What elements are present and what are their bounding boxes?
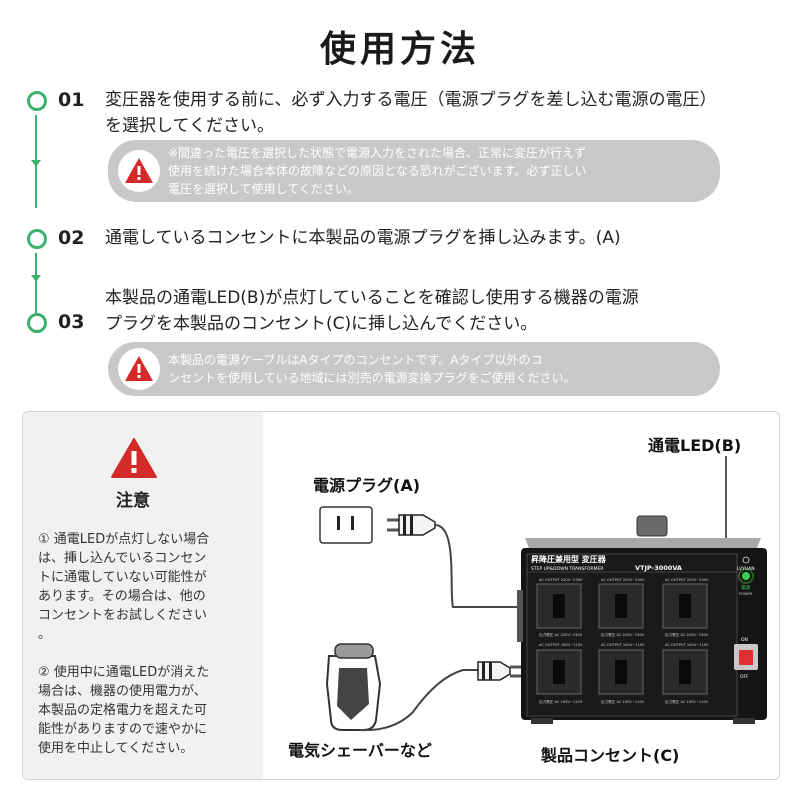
- outlet-rating: 出力電圧 AC 220V~230V: [665, 632, 709, 637]
- caution-line: 能性がありますので速やかに: [38, 722, 208, 737]
- outlet-rating: AC OUTPUT 220V~230V: [665, 578, 709, 582]
- step-2-number: 02: [58, 227, 85, 249]
- outlet-rating: 出力電圧 AC 220V~230V: [539, 632, 583, 637]
- shaver-icon: [325, 643, 382, 731]
- wall-socket: [319, 506, 373, 544]
- outlet-rating: AC OUTPUT 100V~110V: [539, 643, 583, 647]
- caution-line: ② 使用中に通電LEDが消えた: [38, 665, 210, 680]
- note-1-line-1: ※間違った電圧を選択した状態で電源入力をされた場合、正常に変圧が行えず: [168, 146, 587, 160]
- led-label-en: POWER: [739, 592, 753, 596]
- warning-icon: [125, 158, 153, 183]
- timeline-arrow: [31, 160, 41, 167]
- led-label-jp: 電源: [741, 584, 750, 591]
- step-3-text: 本製品の通電LED(B)が点灯していることを確認し使用する機器の電源 プラグを本…: [105, 285, 639, 337]
- warning-icon: [125, 356, 153, 381]
- caution-block-2: ② 使用中に通電LEDが消えた 場合は、機器の使用電力が、 本製品の定格電力を超…: [38, 663, 258, 758]
- outlet-rating: 出力電圧 AC 220V~230V: [601, 632, 645, 637]
- step-2-text: 通電しているコンセントに本製品の電源プラグを挿し込みます。(A): [105, 225, 621, 251]
- outlet-rating: 出力電圧 AC 100V~110V: [665, 699, 709, 704]
- caution-line: 場合は、機器の使用電力が、: [38, 684, 207, 699]
- step-2-line-1: 通電しているコンセントに本製品の電源プラグを挿し込みます。(A): [105, 228, 621, 248]
- step-2-marker: [27, 229, 47, 249]
- caution-block-1: ① 通電LEDが点灯しない場合 は、挿し込んでいるコンセン トに通電していない可…: [38, 530, 258, 644]
- step-1-text: 変圧器を使用する前に、必ず入力する電圧（電源プラグを差し込む電源の電圧） を選択…: [105, 87, 717, 139]
- device-name-jp: 昇降圧兼用型 変圧器: [531, 554, 607, 564]
- warning-note-2: 本製品の電源ケーブルはAタイプのコンセントです。Aタイプ以外のコ ンセントを使用…: [108, 342, 720, 396]
- shaver-cord: [358, 669, 478, 732]
- note-2-line-1: 本製品の電源ケーブルはAタイプのコンセントです。Aタイプ以外のコ: [168, 353, 543, 367]
- transformer-device: [517, 515, 767, 724]
- power-cord: [434, 524, 518, 608]
- note-1-line-3: 電圧を選択して使用してください。: [168, 182, 359, 196]
- led-label: 通電LED(B): [648, 436, 742, 455]
- caution-line: コンセントをお試しください: [38, 608, 208, 623]
- caution-line: は、挿し込んでいるコンセン: [38, 551, 207, 566]
- note-2-line-2: ンセントを使用している地域には別売の電源変換プラグをご使用ください。: [168, 371, 576, 385]
- power-plug: [387, 514, 436, 536]
- caution-line: ① 通電LEDが点灯しない場合: [38, 532, 210, 547]
- switch-on-label: ON: [741, 637, 748, 643]
- shaver-label: 電気シェーバーなど: [288, 741, 432, 760]
- step-1-number: 01: [58, 89, 85, 111]
- step-3-marker: [27, 313, 47, 333]
- note-1-line-2: 使用を続けた場合本体の故障などの原因となる恐れがございます。必ず正しい: [168, 164, 587, 178]
- step-3-number: 03: [58, 311, 85, 333]
- outlet-rating: 出力電圧 AC 100V~110V: [539, 699, 583, 704]
- page-title: 使用方法: [319, 29, 480, 70]
- device-brand: LVYUAN: [737, 566, 755, 572]
- step-1-marker: [27, 91, 47, 111]
- warning-note-1: ※間違った電圧を選択した状態で電源入力をされた場合、正常に変圧が行えず 使用を続…: [108, 140, 720, 202]
- device-name-en: STEP UP&DOWN TRANSFORMER: [531, 566, 603, 572]
- outlet-rating: AC OUTPUT 220V~230V: [601, 578, 645, 582]
- outlet-rating: AC OUTPUT 100V~110V: [601, 643, 645, 647]
- outlet-rating: 出力電圧 AC 100V~110V: [601, 699, 645, 704]
- step-1-line-2: を選択してください。: [105, 116, 274, 136]
- device-model: VTJP-3000VA: [635, 564, 682, 572]
- diagram-illustration: 昇降圧兼用型 変圧器 STEP UP&DOWN TRANSFORMER VTJP…: [319, 456, 767, 732]
- caution-box: 注意 ① 通電LEDが点灯しない場合 は、挿し込んでいるコンセン トに通電してい…: [23, 412, 263, 779]
- outlet-rating: AC OUTPUT 100V~110V: [665, 643, 709, 647]
- caution-line: 。: [38, 627, 52, 642]
- warning-badge: [118, 348, 160, 390]
- step-3-line-1: 本製品の通電LED(B)が点灯していることを確認し使用する機器の電源: [105, 288, 639, 308]
- diagram-panel: 注意 ① 通電LEDが点灯しない場合 は、挿し込んでいるコンセン トに通電してい…: [22, 411, 780, 780]
- outlet-label: 製品コンセント(C): [541, 746, 680, 765]
- timeline-line: [35, 253, 37, 313]
- timeline-arrow: [31, 275, 41, 282]
- switch-off-label: OFF: [740, 674, 749, 680]
- step-1-line-1: 変圧器を使用する前に、必ず入力する電圧（電源プラグを差し込む電源の電圧）: [105, 90, 717, 110]
- outlet-rating: AC OUTPUT 220V~230V: [539, 578, 583, 582]
- plug-label: 電源プラグ(A): [313, 476, 421, 495]
- warning-icon: [111, 438, 157, 478]
- caution-title: 注意: [116, 491, 150, 511]
- caution-line: トに通電していない可能性が: [38, 570, 207, 585]
- caution-line: 本製品の定格電力を超えた可: [38, 703, 208, 718]
- caution-line: あります。その場合は、他の: [38, 589, 206, 604]
- caution-line: 使用を中止してください。: [38, 741, 194, 756]
- warning-badge: [118, 150, 160, 192]
- shaver-plug: [477, 661, 521, 681]
- step-3-line-2: プラグを本製品のコンセント(C)に挿し込んでください。: [105, 314, 538, 334]
